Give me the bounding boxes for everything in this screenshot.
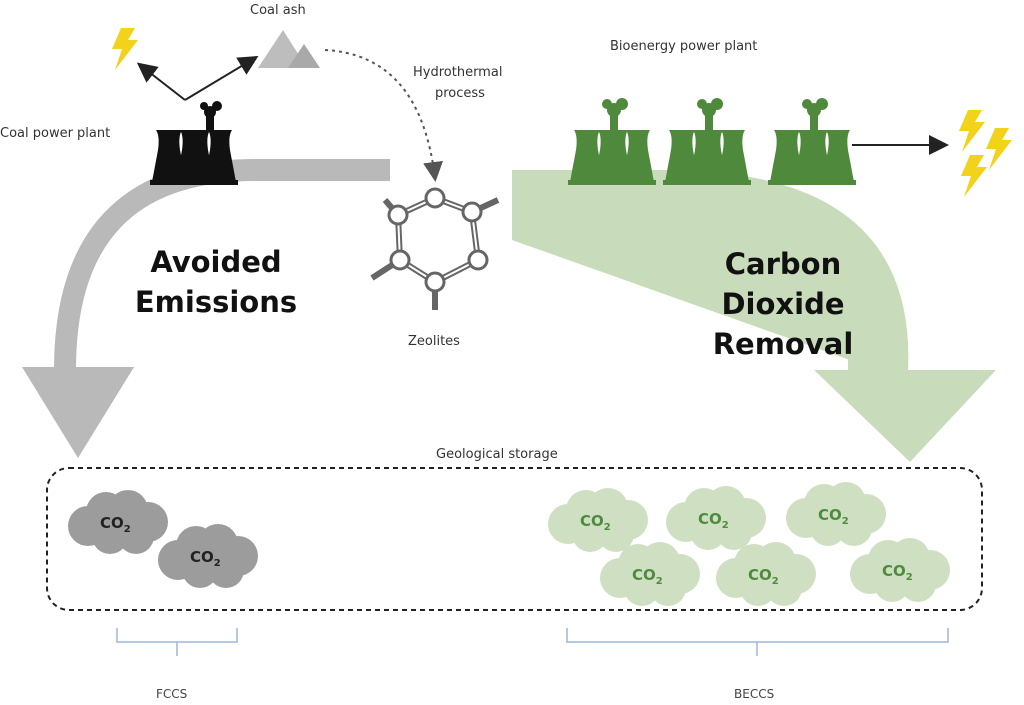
co2-cloud-icon: CO2: [158, 524, 258, 588]
avoided-emissions-heading-line1: Avoided: [150, 245, 281, 279]
coal-power-plant-icon: [150, 101, 238, 185]
bioenergy-power-plant-label: Bioenergy power plant: [610, 39, 757, 54]
fccs-label: FCCS: [156, 687, 187, 701]
co2-label: CO2: [748, 566, 779, 587]
co2-cloud-icon: CO2: [850, 538, 950, 602]
co2-cloud-icon: CO2: [666, 486, 766, 550]
co2-label: CO2: [818, 506, 849, 527]
co2-label: CO2: [100, 514, 131, 535]
co2-cloud-icon: CO2: [716, 542, 816, 606]
lightning-icon: [112, 28, 138, 70]
geological-storage-label: Geological storage: [436, 447, 558, 462]
co2-label: CO2: [580, 512, 611, 533]
bioenergy-power-plant-icon: [768, 98, 856, 185]
co2-label: CO2: [632, 566, 663, 587]
fccs-brace: [116, 628, 238, 656]
lightning-icon: [959, 110, 985, 152]
coal-ash-pile-icon: [258, 30, 320, 68]
bioenergy-power-plant-icon: [663, 98, 751, 185]
beccs-brace: [566, 628, 949, 656]
bioenergy-power-plants: [568, 98, 856, 185]
hydrothermal-label-line1: Hydrothermal: [413, 65, 502, 80]
co2-cloud-icon: CO2: [786, 482, 886, 546]
co2-label: CO2: [698, 510, 729, 531]
bioenergy-power-plant-icon: [568, 98, 656, 185]
beccs-label: BECCS: [734, 687, 774, 701]
hydrothermal-process-arrow: [324, 49, 443, 182]
co2-cloud-icon: CO2: [548, 488, 648, 552]
coal-power-plant-label: Coal power plant: [0, 126, 110, 141]
co2-label: CO2: [882, 562, 913, 583]
co2-cloud-icon: CO2: [68, 490, 168, 554]
lightning-icon: [961, 155, 987, 197]
coal-ash-label: Coal ash: [250, 3, 306, 18]
hydrothermal-label-line2: process: [435, 86, 485, 101]
cdr-arrow: [512, 169, 996, 462]
co2-cloud-icon: CO2: [600, 542, 700, 606]
coal-plant-output-arrows: [136, 55, 259, 101]
co2-label: CO2: [190, 548, 221, 569]
lightning-icon: [986, 128, 1012, 170]
cdr-heading-line1: Carbon: [725, 247, 841, 281]
zeolites-label: Zeolites: [408, 334, 460, 349]
cdr-heading-line2: Dioxide: [721, 287, 844, 321]
avoided-emissions-heading-line2: Emissions: [135, 285, 297, 319]
zeolite-structure-icon: [370, 187, 500, 310]
cdr-heading-line3: Removal: [713, 327, 854, 361]
geological-storage-box: [46, 467, 983, 611]
